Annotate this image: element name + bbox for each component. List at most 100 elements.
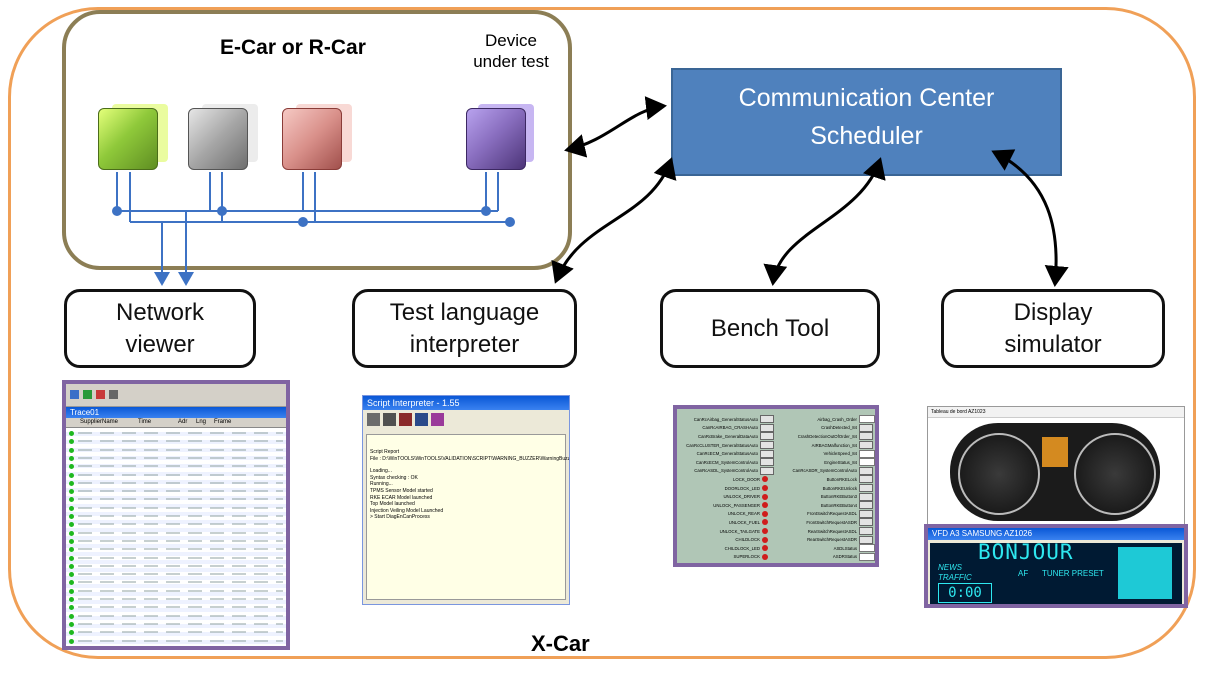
script-tool-icon <box>415 413 428 426</box>
bench-tool-row: FrontSwitchRequestASDR <box>779 518 875 527</box>
bench-tool-button[interactable] <box>859 509 873 518</box>
trace-row-status-icon <box>69 505 74 511</box>
bench-tool-button[interactable] <box>859 466 873 475</box>
trace-row-status-icon <box>69 455 74 461</box>
bench-tool-button[interactable] <box>760 458 774 467</box>
bench-tool-row: UNLOCK_REAR <box>680 510 776 519</box>
trace-row <box>78 515 283 517</box>
bus-junction <box>481 206 491 216</box>
bench-tool-led-indicator[interactable] <box>762 528 768 535</box>
trace-row <box>78 498 283 501</box>
bench-tool-value-field[interactable] <box>859 552 875 561</box>
trace-row-status-icon <box>69 621 74 627</box>
vfd-tuner-preset: TUNER PRESET <box>1042 569 1104 578</box>
bench-tool-button[interactable] <box>859 441 873 450</box>
bench-tool-led-indicator[interactable] <box>762 493 768 500</box>
network-viewer-header: SupplierName Time Adr Lng Frame <box>66 418 286 428</box>
bench-tool-signal-label: DOORLOCK_LED <box>724 485 760 491</box>
trace-row <box>78 432 283 434</box>
vfd-news-traffic: NEWS TRAFFIC <box>938 563 972 583</box>
bench-tool-value-field[interactable] <box>859 458 875 467</box>
script-report-line: RKE ECAR Model launched <box>370 494 433 501</box>
can-bus-lines <box>116 172 510 286</box>
bench-tool-led-indicator[interactable] <box>762 553 768 560</box>
script-report-line: TPMS Sensor Model started <box>370 487 433 494</box>
cluster-titlebar: Tableau de bord AZ1023 <box>928 407 1184 418</box>
bench-tool-button[interactable] <box>859 423 873 432</box>
bench-tool-button[interactable] <box>859 432 873 441</box>
bench-tool-signal-label: CanRcECM_GeneralStatusAuto <box>696 451 758 457</box>
bench-tool-led-indicator[interactable] <box>762 476 768 483</box>
bench-tool-row: ButtonRKEButton3 <box>779 492 875 501</box>
bench-tool-led-indicator[interactable] <box>762 510 768 517</box>
bench-tool-row: CrashDetectionOutOfOrder_84 <box>779 432 875 441</box>
bench-tool-row: CanRcCLUSTER_GeneralStatusAuto <box>680 441 776 450</box>
trace-row-status-icon <box>69 588 74 594</box>
bench-tool-button[interactable] <box>859 527 873 536</box>
bench-tool-button[interactable] <box>859 484 873 493</box>
trace-row <box>78 556 283 559</box>
arrow-ecar-to-comm <box>564 96 667 158</box>
bench-tool-led-indicator[interactable] <box>762 502 768 509</box>
bench-tool-row: VehicleSpeed_84 <box>779 449 875 458</box>
bench-tool-button[interactable] <box>760 423 774 432</box>
bench-tool-row: CHILDLOCK <box>680 535 776 544</box>
bench-tool-button[interactable] <box>859 535 873 544</box>
display-cluster-screenshot: Tableau de bord AZ1023 <box>927 406 1185 526</box>
script-report-line: Injection Veiling Model Launched <box>370 507 444 514</box>
column-header: Frame <box>214 419 232 425</box>
network-viewer-label-2: viewer <box>125 330 195 358</box>
bench-tool-signal-label: UNLOCK_TAILGATE <box>719 528 760 534</box>
bench-tool-row: CanRcASDL_SystemControlAuto <box>680 466 776 476</box>
trace-row <box>78 606 283 609</box>
bench-tool-button[interactable] <box>859 501 873 510</box>
bench-tool-led-indicator[interactable] <box>762 519 768 526</box>
trace-row <box>78 531 283 534</box>
trace-row-status-icon <box>69 497 74 503</box>
toolbar-icon <box>83 390 92 399</box>
bench-tool-button[interactable] <box>760 432 774 441</box>
bench-tool-value-field[interactable] <box>859 544 875 553</box>
communication-center-label: Communication Center <box>738 84 995 112</box>
network-viewer-toolbar <box>66 384 286 407</box>
bench-tool-signal-label: RearSwitchRequestASDR <box>807 537 857 543</box>
script-report-line: Top Model launched <box>370 501 415 508</box>
test-language-label-1: Test language <box>389 298 540 326</box>
vfd-time: 0:00 <box>938 583 992 603</box>
trace-row-status-icon <box>69 547 74 553</box>
ecu-cube-pink <box>282 108 342 170</box>
vfd-display: BONJOUR NEWS TRAFFIC AF TUNER PRESET 0:0… <box>930 540 1182 604</box>
bench-tool-button[interactable] <box>760 449 774 458</box>
display-simulator-label-1: Display <box>1013 298 1093 326</box>
vfd-titlebar: VFD A3 SAMSUNG AZ1026 <box>928 528 1184 540</box>
bench-tool-signal-label: LOCK_DOOR <box>733 476 760 482</box>
bench-tool-led-indicator[interactable] <box>762 536 768 543</box>
trace-row-status-icon <box>69 605 74 611</box>
script-interpreter-titlebar: Script Interpreter - 1.55 <box>363 396 569 410</box>
trace-row-status-icon <box>69 538 74 544</box>
bench-tool-row: RearSwitchRequestASDL <box>779 527 875 536</box>
bench-tool-signal-label: ASDLStatus <box>833 545 857 551</box>
trace-row-status-icon <box>69 630 74 636</box>
bus-junction <box>217 206 227 216</box>
bench-tool-led-indicator[interactable] <box>762 545 768 552</box>
bench-tool-signal-label: CHILDLOCK_LED <box>724 545 760 551</box>
bench-tool-button[interactable] <box>859 518 873 527</box>
bench-tool-button[interactable] <box>760 441 774 450</box>
vfd-screenshot: VFD A3 SAMSUNG AZ1026 BONJOUR NEWS TRAFF… <box>924 524 1188 608</box>
bench-tool-value-field[interactable] <box>859 449 875 458</box>
bench-tool-value-field[interactable] <box>859 415 875 424</box>
bench-tool-button[interactable] <box>859 492 873 501</box>
bench-tool-signal-label: AIRBAGMalfunction_84 <box>811 442 857 448</box>
bench-tool-signal-label: ButtonRKELock <box>826 476 857 482</box>
bench-tool-led-indicator[interactable] <box>762 485 768 492</box>
trace-row <box>78 473 283 476</box>
bench-tool-button[interactable] <box>859 475 873 484</box>
bench-tool-button[interactable] <box>760 466 774 475</box>
script-tool-icon <box>383 413 396 426</box>
trace-row <box>78 506 283 509</box>
bench-tool-row: ASDRStatus <box>779 552 875 562</box>
bench-tool-button[interactable] <box>760 415 774 424</box>
